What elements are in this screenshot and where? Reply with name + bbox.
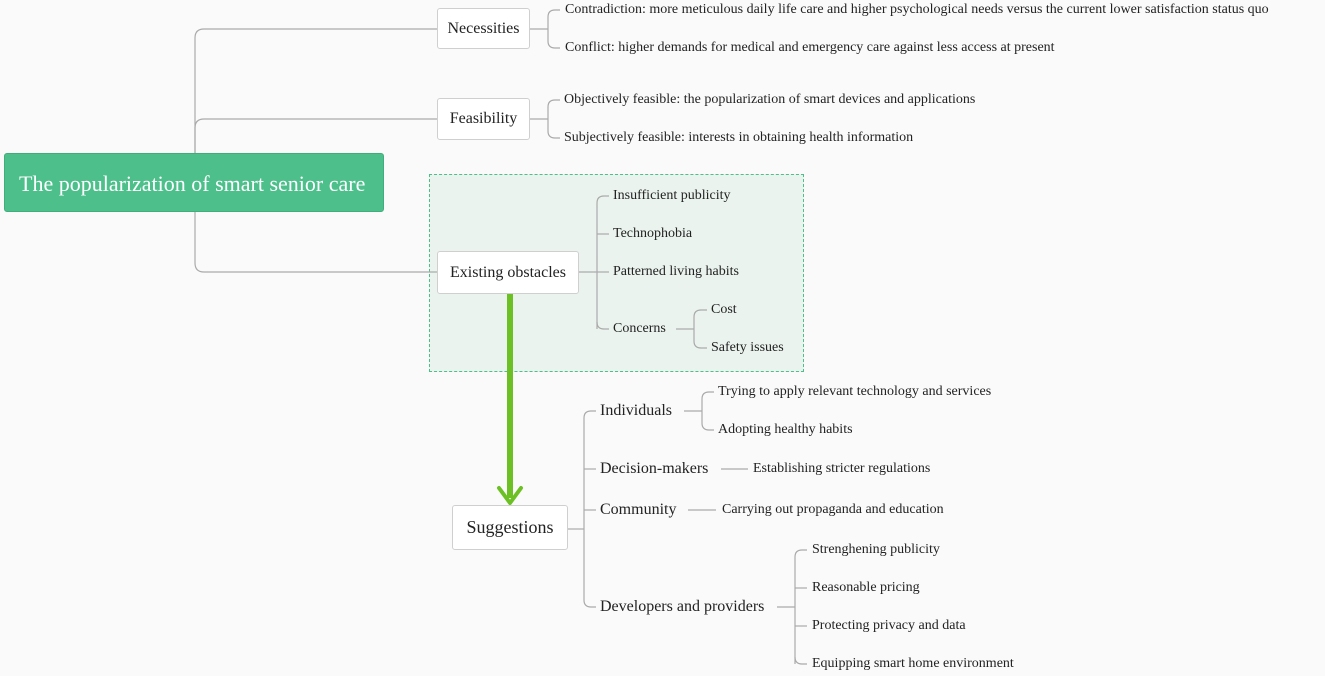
suggestions-node[interactable]: Suggestions — [452, 505, 568, 550]
obstacle-item-publicity: Insufficient publicity — [613, 188, 731, 203]
obstacle-item-concerns: Concerns — [613, 321, 666, 336]
feasibility-node[interactable]: Feasibility — [437, 98, 530, 140]
obstacles-node[interactable]: Existing obstacles — [437, 251, 579, 294]
developers-item-privacy: Protecting privacy and data — [812, 618, 966, 633]
suggestion-decision-makers: Decision-makers — [600, 460, 709, 477]
root-node[interactable]: The popularization of smart senior care — [4, 153, 384, 212]
necessities-item-conflict: Conflict: higher demands for medical and… — [565, 40, 1055, 55]
obstacle-item-technophobia: Technophobia — [613, 226, 693, 241]
arrow-head — [497, 486, 523, 505]
individuals-item-technology: Trying to apply relevant technology and … — [718, 384, 992, 399]
suggestion-community: Community — [600, 501, 677, 518]
feasibility-item-subjective: Subjectively feasible: interests in obta… — [564, 130, 914, 145]
necessities-node[interactable]: Necessities — [437, 8, 530, 49]
suggestion-developers: Developers and providers — [600, 598, 765, 615]
connector-root-necessities — [194, 28, 437, 153]
concern-item-cost: Cost — [711, 302, 737, 317]
individuals-item-habits: Adopting healthy habits — [718, 422, 853, 437]
concern-item-safety: Safety issues — [711, 340, 784, 355]
suggestion-individuals: Individuals — [600, 402, 672, 419]
feasibility-item-objective: Objectively feasible: the popularization… — [564, 92, 976, 107]
connector-root-obstacles — [194, 212, 437, 273]
decision-makers-item-regulations: Establishing stricter regulations — [753, 461, 931, 476]
developers-item-publicity: Strenghening publicity — [812, 542, 940, 557]
necessities-item-contradiction: Contradiction: more meticulous daily lif… — [565, 2, 1269, 17]
connector-root-feasibility — [194, 118, 437, 153]
community-item-propaganda: Carrying out propaganda and education — [722, 502, 944, 517]
developers-item-pricing: Reasonable pricing — [812, 580, 920, 595]
developers-item-smart-home: Equipping smart home environment — [812, 656, 1014, 671]
obstacle-item-habits: Patterned living habits — [613, 264, 739, 279]
